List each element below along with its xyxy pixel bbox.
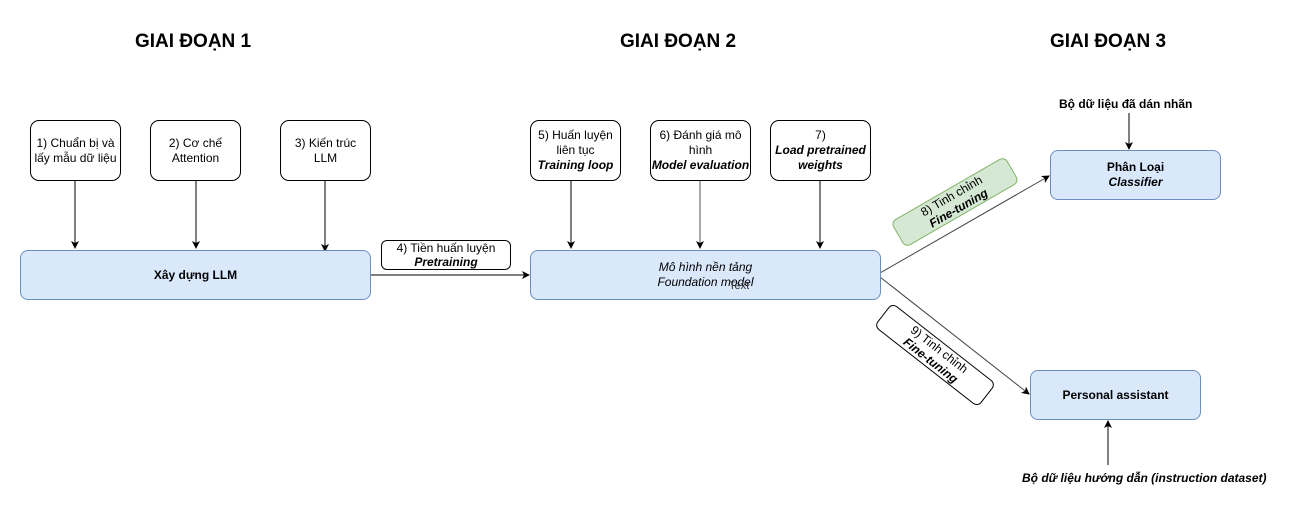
instruction-dataset-label: Bộ dữ liệu hướng dẫn (instruction datase…: [1022, 471, 1267, 485]
step-2-line2: Attention: [171, 150, 220, 165]
stray-text-overlay: Text: [729, 280, 750, 292]
classifier-box[interactable]: Phân Loại Classifier: [1050, 150, 1221, 200]
classifier-line2: Classifier: [1108, 175, 1163, 189]
arrow-foundation-to-assistant: [879, 276, 1030, 395]
pretraining-edge-label[interactable]: 4) Tiền huấn luyện Pretraining: [381, 240, 511, 270]
stage-3-title: GIAI ĐOẠN 3: [1050, 31, 1167, 52]
personal-assistant-label: Personal assistant: [1062, 387, 1169, 402]
build-llm-box[interactable]: Xây dựng LLM: [20, 250, 371, 300]
classifier-line1: Phân Loại: [1106, 160, 1165, 174]
step-6-model-evaluation-box[interactable]: 6) Đánh giá mô hình Model evaluation: [650, 120, 751, 181]
step-5-line2: liên tục: [556, 143, 595, 157]
step-5-line3: Training loop: [537, 158, 614, 172]
step-3-line2: LLM: [313, 150, 338, 165]
stage-2-title: GIAI ĐOẠN 2: [620, 31, 737, 52]
step-3-line1: 3) Kiến trúc: [294, 135, 357, 150]
step-2-line1: 2) Cơ chế: [168, 135, 223, 150]
step-1-line2: lấy mẫu dữ liệu: [34, 150, 117, 165]
step-5-line1: 5) Huấn luyện: [538, 128, 613, 142]
foundation-model-line2: Foundation model: [657, 275, 754, 289]
step-3-architecture-box[interactable]: 3) Kiến trúc LLM: [280, 120, 371, 181]
step-1-data-prep-box[interactable]: 1) Chuẩn bị và lấy mẫu dữ liệu: [30, 120, 121, 181]
foundation-model-box[interactable]: Mô hình nền tảng Foundation model Text: [530, 250, 881, 300]
step-7-line1: 7): [815, 128, 826, 142]
pretraining-label-line1: 4) Tiền huấn luyện: [396, 241, 496, 255]
arrow-foundation-to-classifier: [879, 175, 1050, 274]
step-7-load-weights-box[interactable]: 7) Load pretrained weights: [770, 120, 871, 181]
personal-assistant-box[interactable]: Personal assistant: [1030, 370, 1201, 420]
stage-1-title: GIAI ĐOẠN 1: [135, 31, 252, 52]
step-7-line2: Load pretrained: [775, 143, 866, 157]
step-6-line3: Model evaluation: [651, 158, 750, 172]
step-2-attention-box[interactable]: 2) Cơ chế Attention: [150, 120, 241, 181]
foundation-model-line1: Mô hình nền tảng: [658, 260, 753, 274]
build-llm-label: Xây dựng LLM: [153, 267, 238, 282]
step-6-line1: 6) Đánh giá mô: [659, 128, 742, 142]
step-6-line2: hình: [688, 143, 713, 157]
step-1-line1: 1) Chuẩn bị và: [36, 135, 115, 150]
pretraining-label-line2: Pretraining: [414, 255, 478, 269]
step-5-training-loop-box[interactable]: 5) Huấn luyện liên tục Training loop: [530, 120, 621, 181]
labeled-dataset-label: Bộ dữ liệu đã dán nhãn: [1059, 97, 1193, 111]
step-7-line3: weights: [798, 158, 843, 172]
